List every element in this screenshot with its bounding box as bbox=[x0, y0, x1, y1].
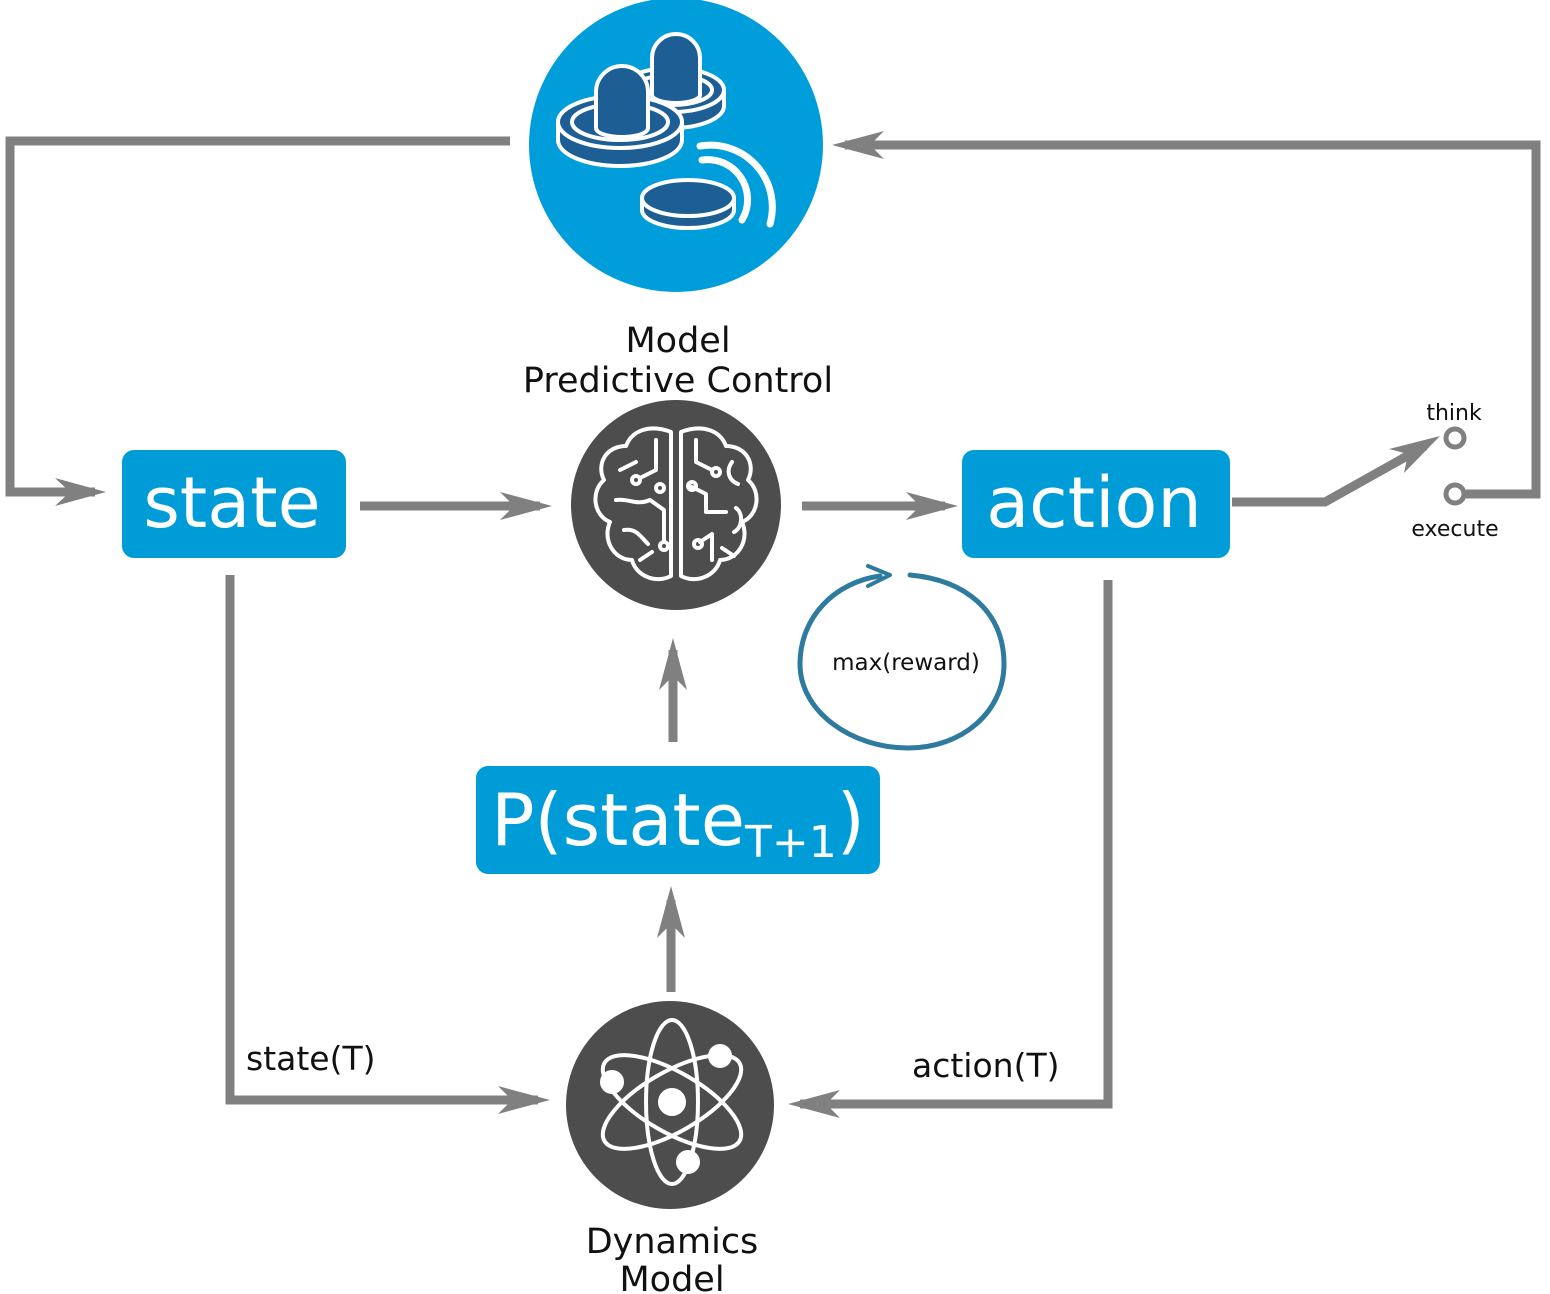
arrow-action-to-dynamics bbox=[800, 580, 1113, 1109]
arrow-execute-to-mpc-head bbox=[832, 131, 884, 159]
think-terminal-icon bbox=[1443, 426, 1467, 450]
arrow-brain-to-action-head bbox=[906, 492, 958, 520]
dynamics-node bbox=[566, 1001, 774, 1209]
arrow-mpc-to-state-head bbox=[55, 478, 106, 506]
arrow-state-to-dynamics-head bbox=[498, 1086, 550, 1114]
state-box-label: state bbox=[143, 462, 320, 544]
reward-loop-label: max(reward) bbox=[832, 650, 980, 676]
arrow-state-to-dynamics bbox=[225, 575, 538, 1105]
dynamics-label-line1: Dynamics bbox=[586, 1222, 759, 1262]
arrow-action-to-switch-head bbox=[1389, 436, 1440, 473]
mpc-label-line2: Predictive Control bbox=[523, 361, 833, 401]
connectors bbox=[5, 131, 1541, 1118]
brain-circle bbox=[571, 400, 781, 610]
think-label: think bbox=[1426, 401, 1482, 426]
reward-loop-circle bbox=[797, 572, 1007, 751]
prediction-box bbox=[476, 766, 880, 874]
prediction-prefix: P(state bbox=[491, 778, 745, 862]
dynamics-label-line2: Model bbox=[619, 1260, 724, 1294]
reward-loop: max(reward) bbox=[797, 564, 1007, 751]
prediction-box-label: P(stateT+1) bbox=[491, 778, 865, 868]
brain-node bbox=[571, 400, 781, 610]
mpc-label-line1: Model bbox=[625, 321, 730, 361]
execute-label: execute bbox=[1411, 517, 1498, 542]
action-node: action bbox=[962, 450, 1230, 558]
action-t-label: action(T) bbox=[912, 1046, 1060, 1085]
state-node: state bbox=[122, 450, 346, 558]
prediction-subscript: T+1 bbox=[744, 817, 837, 868]
mpc-node bbox=[529, 0, 823, 292]
air-hockey-icon bbox=[556, 32, 776, 230]
think-execute-switch: think execute bbox=[1411, 401, 1498, 542]
arrow-prediction-to-brain-head bbox=[659, 638, 687, 690]
prediction-node: P(stateT+1) bbox=[476, 766, 880, 874]
arrow-mpc-to-state bbox=[5, 136, 510, 497]
atom-icon bbox=[600, 1018, 744, 1186]
reward-loop-arrowhead-icon bbox=[866, 564, 892, 588]
state-t-label: state(T) bbox=[246, 1039, 376, 1078]
arrow-execute-to-mpc bbox=[845, 140, 1541, 499]
arrow-action-to-switch bbox=[1232, 442, 1428, 507]
arrow-dynamics-to-prediction-head bbox=[657, 886, 685, 938]
action-box bbox=[962, 450, 1230, 558]
arrow-state-to-brain-head bbox=[500, 492, 552, 520]
state-box bbox=[122, 450, 346, 558]
execute-terminal-icon bbox=[1443, 482, 1467, 506]
brain-circuit-icon bbox=[593, 426, 759, 582]
prediction-suffix: ) bbox=[837, 778, 865, 862]
arrow-action-to-dynamics-head bbox=[788, 1090, 840, 1118]
action-box-label: action bbox=[986, 462, 1201, 544]
